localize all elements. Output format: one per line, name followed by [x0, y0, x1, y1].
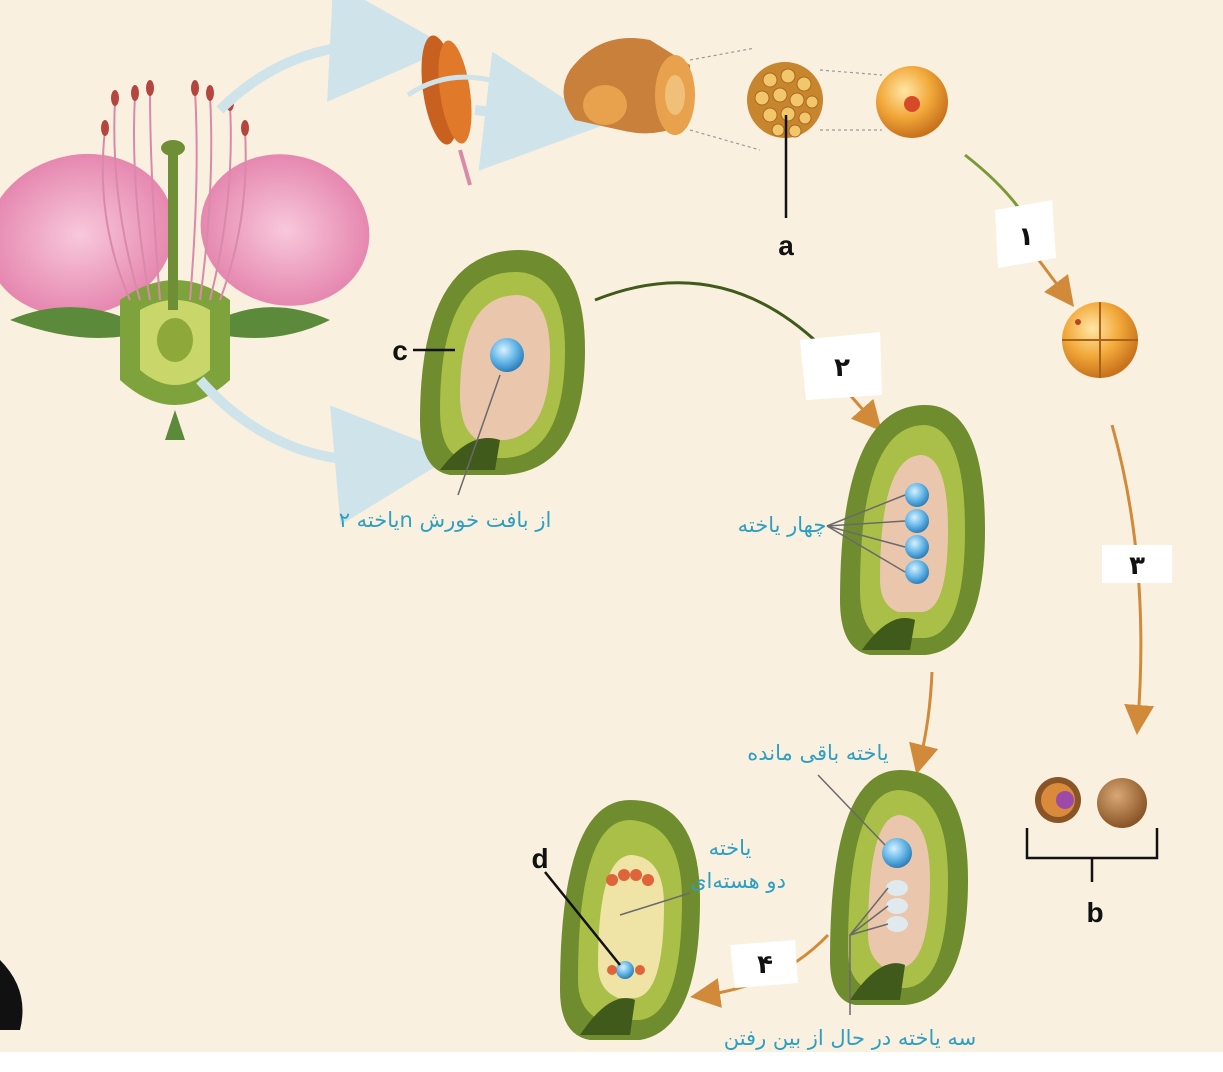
label-d: d [531, 843, 548, 874]
step-3-number: ۳ [1129, 551, 1145, 581]
caption-diploid-cell: یاخته ۲n از بافت خورش [339, 508, 552, 532]
caption-binucleate-line1: یاخته [709, 836, 752, 860]
pollen-mother-cell [876, 66, 948, 138]
caption-remaining-cell: یاخته باقی مانده [747, 741, 889, 765]
caption-binucleate-line2: دو هسته‌ای [690, 869, 786, 893]
step-4-number: ۴ [757, 950, 773, 980]
step-1-label: ۱ [995, 200, 1056, 268]
style [168, 150, 178, 310]
microspore-tetrad [1062, 302, 1138, 378]
step-3-label: ۳ [1102, 545, 1172, 583]
caption-four-cells: چهار یاخته [738, 513, 827, 537]
caption-dying-cells: سه یاخته در حال از بین رفتن [724, 1026, 977, 1050]
label-b: b [1086, 897, 1103, 928]
label-c: c [392, 335, 408, 366]
step-4-label: ۴ [730, 940, 798, 988]
label-a: a [778, 230, 794, 261]
step-1-number: ۱ [1018, 222, 1034, 252]
stigma [161, 140, 185, 156]
step-2-label: ۲ [800, 332, 882, 400]
step-2-number: ۲ [834, 353, 850, 383]
ovule [157, 318, 193, 362]
